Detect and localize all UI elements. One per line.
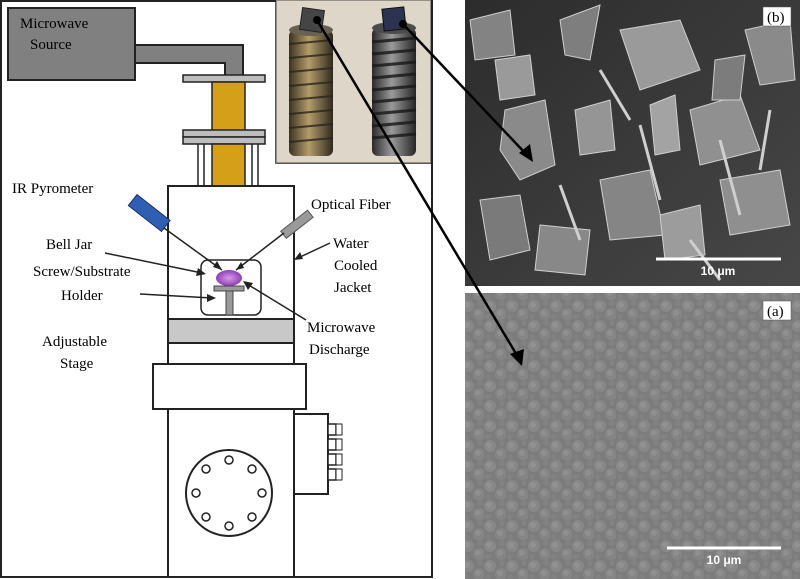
bell-jar-label: Bell Jar <box>46 237 92 253</box>
tuner-flange-2 <box>182 136 266 145</box>
substrate-holder-label-line1: Screw/Substrate <box>33 264 131 280</box>
microwave-discharge-label-line2: Discharge <box>309 342 370 358</box>
sem-b-crystals <box>469 4 796 281</box>
adjustable-stage-label-line2: Stage <box>60 356 94 372</box>
waveguide-flange-top <box>182 74 266 83</box>
viewport-bolts <box>191 455 267 531</box>
chamber-collar <box>152 363 307 410</box>
adjustable-stage-label-line1: Adjustable <box>42 334 107 350</box>
sem-image-a: (a) 10 μm <box>465 293 800 579</box>
side-port <box>293 413 329 495</box>
sem-a-panel-label: (a) <box>767 304 784 320</box>
pointer-arrows <box>313 16 533 366</box>
ir-pyrometer-label: IR Pyrometer <box>12 181 93 197</box>
holder-arrow <box>139 293 213 299</box>
sem-b-panel-label: (b) <box>767 10 785 26</box>
optical-fiber <box>280 209 314 239</box>
ir-pyrometer <box>127 193 171 233</box>
waveguide-tuner <box>211 81 246 138</box>
microwave-discharge-label-line1: Microwave <box>307 320 376 336</box>
plasma-discharge <box>216 270 242 286</box>
water-jacket-label-line3: Jacket <box>334 280 372 296</box>
discharge-arrow <box>246 283 307 321</box>
optical-fiber-label: Optical Fiber <box>311 197 391 213</box>
microwave-source-label-line1: Microwave <box>20 16 89 32</box>
water-jacket-label-line2: Cooled <box>334 258 378 274</box>
waveguide-coupler <box>211 143 246 187</box>
substrate-holder-top <box>213 285 245 292</box>
chamber-neck <box>167 342 295 365</box>
microwave-source-box <box>7 7 136 81</box>
arrow-left-screw-to-sem-a <box>315 19 520 358</box>
sem-b-scale-label: 10 μm <box>701 264 736 278</box>
water-jacket-label-line1: Water <box>333 236 368 252</box>
jacket-arrow <box>297 242 331 259</box>
fiber-sightline <box>235 232 285 271</box>
sem-a-scale-label: 10 μm <box>707 553 742 567</box>
sem-image-b: (b) 10 μm <box>465 0 800 286</box>
screw-left <box>289 30 333 156</box>
substrate-holder-label-line2: Holder <box>61 288 103 304</box>
substrate-holder-stem <box>225 290 234 316</box>
reactor-schematic: Microwave Source <box>0 0 433 578</box>
arrow-right-screw-to-sem-b <box>402 23 527 155</box>
adjustable-stage <box>167 318 295 344</box>
tuner-flange-1 <box>182 129 266 138</box>
bell-jar-arrow <box>104 252 203 274</box>
sem-panel-divider <box>465 286 800 293</box>
pyrometer-sightline <box>163 227 223 271</box>
microwave-source-label-line2: Source <box>30 37 72 53</box>
